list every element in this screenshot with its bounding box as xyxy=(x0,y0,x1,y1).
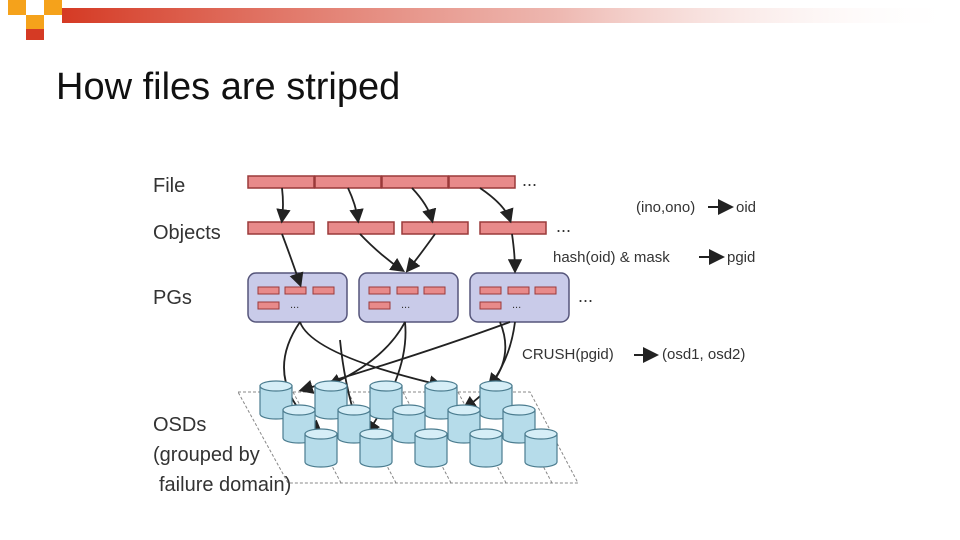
file-stripe xyxy=(381,175,449,189)
mapping-pgid: hash(oid) & mask pgid xyxy=(553,249,755,266)
row-label-osds-grouped: (grouped by xyxy=(153,444,260,466)
pg-box-1: ... xyxy=(247,272,348,323)
mapping-oid-lhs: (ino,ono) xyxy=(636,199,695,216)
mapping-oid: (ino,ono) oid xyxy=(636,199,756,216)
pg-box-2-ellipsis: ... xyxy=(401,299,410,311)
file-stripes xyxy=(247,175,516,189)
file-stripe xyxy=(314,175,382,189)
osd-cylinder xyxy=(304,428,338,468)
object xyxy=(401,221,469,235)
mapping-pgid-lhs: hash(oid) & mask xyxy=(553,249,670,266)
object xyxy=(247,221,315,235)
orange-square-2 xyxy=(26,15,44,29)
pg-box-3: ... xyxy=(469,272,570,323)
mapping-crush-rhs: (osd1, osd2) xyxy=(662,346,745,363)
osd-cylinder xyxy=(469,428,503,468)
file-to-object-arrows xyxy=(276,187,514,224)
mapping-pgid-rhs: pgid xyxy=(727,249,755,266)
row-label-osds-failure-domain: failure domain) xyxy=(159,474,291,496)
mapping-crush-lhs: CRUSH(pgid) xyxy=(522,346,614,363)
pg-box-3-ellipsis: ... xyxy=(512,299,521,311)
object-to-pg-arrows xyxy=(281,233,523,288)
mapping-crush: CRUSH(pgid) (osd1, osd2) xyxy=(522,346,745,363)
red-square xyxy=(26,29,44,40)
gradient-bar xyxy=(62,8,960,23)
osd-cylinder xyxy=(359,428,393,468)
file-ellipsis: ... xyxy=(522,170,537,190)
osd-cylinder xyxy=(414,428,448,468)
file-stripe xyxy=(448,175,516,189)
file-stripe xyxy=(247,175,315,189)
object xyxy=(479,221,547,235)
osd-cylinder xyxy=(524,428,558,468)
objects-ellipsis: ... xyxy=(556,216,571,236)
osd-cylinders xyxy=(259,380,558,468)
pg-box-2: ... xyxy=(358,272,459,323)
pgs-ellipsis: ... xyxy=(578,286,593,306)
orange-square-3 xyxy=(44,0,62,15)
row-label-file: File xyxy=(153,175,185,197)
slide-title: How files are striped xyxy=(56,66,401,108)
orange-square-1 xyxy=(8,0,26,15)
pg-box-1-ellipsis: ... xyxy=(290,299,299,311)
row-label-objects: Objects xyxy=(153,222,221,244)
title-bar-decoration xyxy=(8,0,960,40)
object xyxy=(327,221,395,235)
mapping-oid-rhs: oid xyxy=(736,199,756,216)
objects-row xyxy=(247,221,547,235)
row-label-osds: OSDs xyxy=(153,414,206,436)
row-label-pgs: PGs xyxy=(153,287,192,309)
